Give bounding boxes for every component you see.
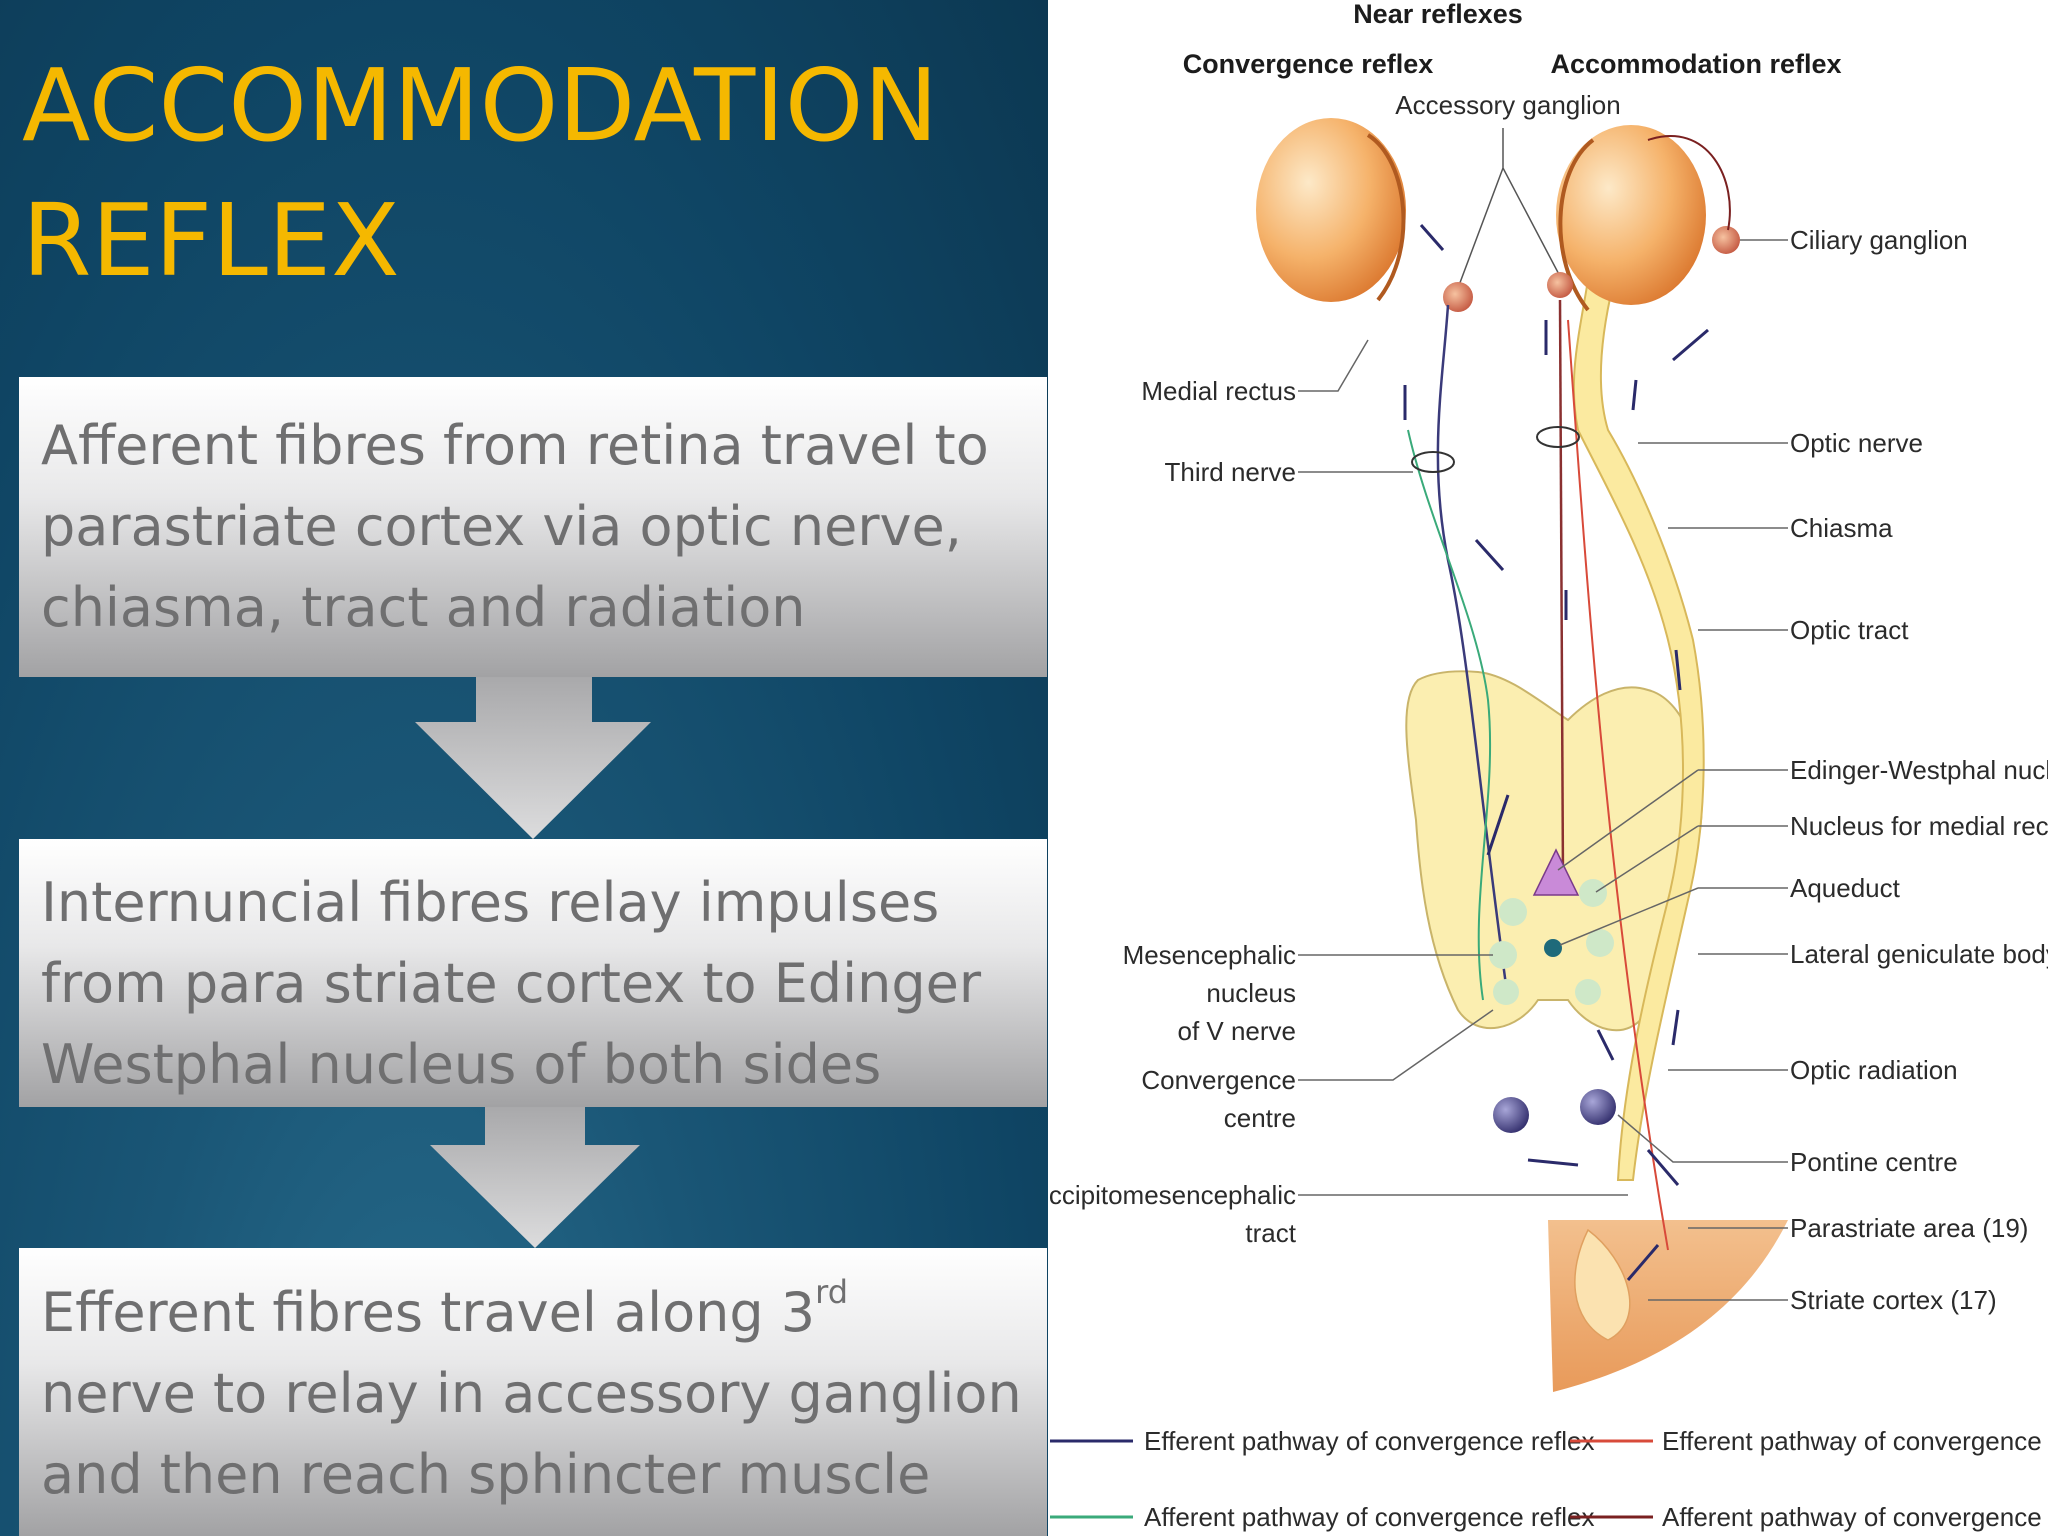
nucleus-oval — [1575, 979, 1601, 1005]
heading-accommodation-reflex: Accommodation reflex — [1550, 49, 1841, 79]
label-convergence-centre-2: centre — [1224, 1103, 1296, 1133]
striate-area — [1574, 1228, 1631, 1341]
right-eyeball — [1556, 125, 1706, 312]
accommodation-efferent-path — [1558, 299, 1565, 881]
heading-convergence-reflex: Convergence reflex — [1183, 49, 1434, 79]
nucleus-oval — [1586, 929, 1614, 957]
efferent-convergence-path — [1436, 304, 1510, 1001]
ciliary-connection — [1647, 135, 1731, 231]
label-chiasma: Chiasma — [1790, 513, 1893, 543]
edinger-westphal-nucleus — [1532, 848, 1580, 896]
step3-line-1-text: Efferent fibres travel along 3 — [41, 1281, 816, 1344]
title-line-2: REFLEX — [22, 182, 400, 299]
nucleus-oval — [1579, 879, 1607, 907]
diagram-figure: Near reflexes Convergence reflex Accommo… — [1048, 0, 2048, 1532]
label-edinger-westphal: Edinger-Westphal nucleus — [1790, 755, 2048, 785]
nucleus-oval — [1499, 898, 1527, 926]
aqueduct-dot — [1544, 939, 1562, 957]
legend-item-1: Efferent pathway of convergence reflex — [1662, 1426, 2048, 1456]
label-aqueduct: Aqueduct — [1790, 873, 1901, 903]
label-parastriate-area: Parastriate area (19) — [1790, 1213, 2028, 1243]
accessory-ganglion-left — [1443, 282, 1473, 312]
label-nucleus-medial-rectus: Nucleus for medial rectus — [1790, 811, 2048, 841]
accessory-ganglion-pointer — [1457, 128, 1564, 289]
legend: Efferent pathway of convergence reflex E… — [1050, 1426, 2048, 1532]
step2-line-1: Internuncial fibres relay impulses — [41, 871, 940, 934]
label-occipito-1: Occipitomesencephalic — [1048, 1180, 1296, 1210]
step2-line-3: Westphal nucleus of both sides — [41, 1033, 882, 1096]
legend-item-2: Afferent pathway of convergence reflex — [1144, 1502, 1594, 1532]
near-reflex-diagram: Near reflexes Convergence reflex Accommo… — [1048, 0, 2048, 1536]
label-optic-radiation: Optic radiation — [1790, 1055, 1958, 1085]
label-accessory-ganglion: Accessory ganglion — [1395, 90, 1620, 120]
accessory-ganglion-right — [1547, 272, 1573, 298]
afferent-convergence-path — [1407, 429, 1492, 1001]
down-arrow-icon — [415, 677, 651, 839]
label-optic-tract: Optic tract — [1790, 615, 1909, 645]
ciliary-ganglion — [1712, 226, 1740, 254]
step1-line-3: chiasma, tract and radiation — [41, 576, 806, 639]
pontine-centre-left — [1493, 1097, 1529, 1133]
label-mesencephalic-3: of V nerve — [1177, 1016, 1296, 1046]
down-arrow-icon — [430, 1107, 640, 1248]
label-mesencephalic-1: Mesencephalic — [1123, 940, 1296, 970]
step-box-efferent: Efferent fibres travel along 3rd nerve t… — [19, 1248, 1047, 1536]
third-nerve-ring-right — [1536, 426, 1580, 448]
step2-line-2: from para striate cortex to Edinger — [41, 952, 982, 1015]
title-line-1: ACCOMMODATION — [22, 47, 939, 164]
legend-item-3: Afferent pathway of convergence reflex — [1662, 1502, 2048, 1532]
slide-text-panel: ACCOMMODATION REFLEX Afferent fibres fro… — [0, 0, 1048, 1536]
step3-line-3: and then reach sphincter muscle — [41, 1443, 931, 1506]
slide-title: ACCOMMODATION REFLEX — [22, 38, 1042, 308]
step-box-internuncial: Internuncial fibres relay impulses from … — [19, 839, 1047, 1107]
label-occipito-2: tract — [1245, 1218, 1296, 1248]
label-optic-nerve: Optic nerve — [1790, 428, 1923, 458]
leader-lines — [1298, 239, 1788, 1301]
step-box-afferent: Afferent fibres from retina travel to pa… — [19, 377, 1047, 677]
nucleus-oval — [1489, 941, 1517, 969]
label-lateral-geniculate: Lateral geniculate body — [1790, 939, 2048, 969]
label-ciliary-ganglion: Ciliary ganglion — [1790, 225, 1968, 255]
third-nerve-ring-left — [1411, 451, 1455, 473]
label-pontine-centre: Pontine centre — [1790, 1147, 1958, 1177]
nucleus-oval — [1493, 979, 1519, 1005]
label-medial-rectus: Medial rectus — [1141, 376, 1296, 406]
label-striate-cortex: Striate cortex (17) — [1790, 1285, 1997, 1315]
heading-near-reflexes: Near reflexes — [1353, 0, 1523, 29]
label-convergence-centre-1: Convergence — [1141, 1065, 1296, 1095]
pontine-centre-right — [1580, 1089, 1616, 1125]
convergence-efferent-red-path — [1567, 319, 1669, 1251]
step3-line-2: nerve to relay in accessory ganglion — [41, 1362, 1022, 1425]
step1-line-2: parastriate cortex via optic nerve, — [41, 495, 962, 558]
step1-line-1: Afferent fibres from retina travel to — [41, 414, 989, 477]
label-third-nerve: Third nerve — [1165, 457, 1297, 487]
optic-pathway — [1572, 278, 1705, 1181]
superscript-rd: rd — [815, 1273, 849, 1311]
label-mesencephalic-2: nucleus — [1206, 978, 1296, 1008]
left-eyeball — [1256, 118, 1406, 302]
legend-item-0: Efferent pathway of convergence reflex — [1144, 1426, 1594, 1456]
direction-arrows — [1403, 224, 1709, 1281]
step3-line-1: Efferent fibres travel along 3rd — [41, 1272, 1047, 1353]
